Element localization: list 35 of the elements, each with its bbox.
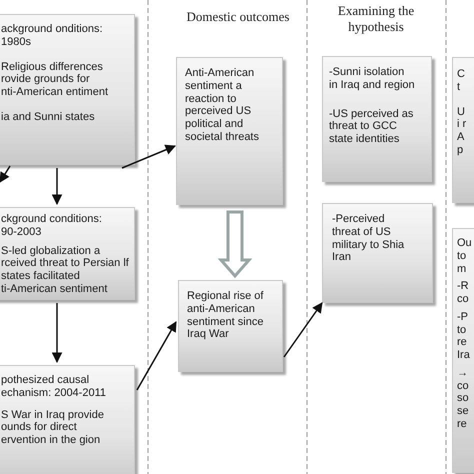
box-text: -P to re Ira [457, 310, 468, 362]
box-text: → co so se re [457, 366, 468, 430]
arrow [136, 321, 177, 390]
text-box [452, 228, 474, 473]
box-text: U i r A p [457, 106, 468, 156]
box-text: pothesized causal echanism: 2004-2011 [1, 374, 107, 400]
arrow [52, 168, 62, 206]
box-text: ckground conditions: 90-2003 [1, 213, 103, 238]
box-text: C t [457, 68, 466, 94]
column-heading: Examining the hypothesis [336, 3, 416, 34]
text-box [452, 57, 474, 203]
box-text: S-led globalization a rceived threat to Persian lf states facilitated ti-American sentiment [1, 244, 130, 296]
arrow [283, 302, 323, 358]
box-text: -R co [457, 280, 468, 306]
box-text: Anti-American sentiment a reaction to perceived US political and societal threats [185, 67, 260, 144]
column-heading: Domestic outcomes [186, 9, 290, 25]
text-box [0, 365, 135, 474]
text-box [176, 57, 283, 205]
box-text: ia and Sunni states [1, 110, 96, 124]
box-text: ackground onditions: 1980s [1, 23, 104, 48]
arrow [0, 166, 11, 183]
block-arrow [218, 210, 252, 278]
text-box [0, 14, 135, 165]
box-text: Religious differences rovide grounds for nti-American entiment [1, 60, 110, 99]
box-text: Regional rise of anti-American sentiment since Iraq War [187, 290, 264, 341]
text-box [322, 203, 433, 303]
box-text: -US perceived as threat to GCC state identities [329, 108, 414, 146]
arrow [122, 144, 176, 169]
box-text: -Perceived threat of US military to Shia Iran [332, 213, 406, 264]
box-text: -Sunni isolation in Iraq and region [329, 66, 415, 92]
text-box [178, 280, 283, 372]
arrow [52, 303, 62, 364]
text-box [322, 56, 432, 182]
text-box [0, 207, 135, 300]
box-text: S War in Iraq provide ounds for direct ervention in the gion [1, 408, 105, 447]
